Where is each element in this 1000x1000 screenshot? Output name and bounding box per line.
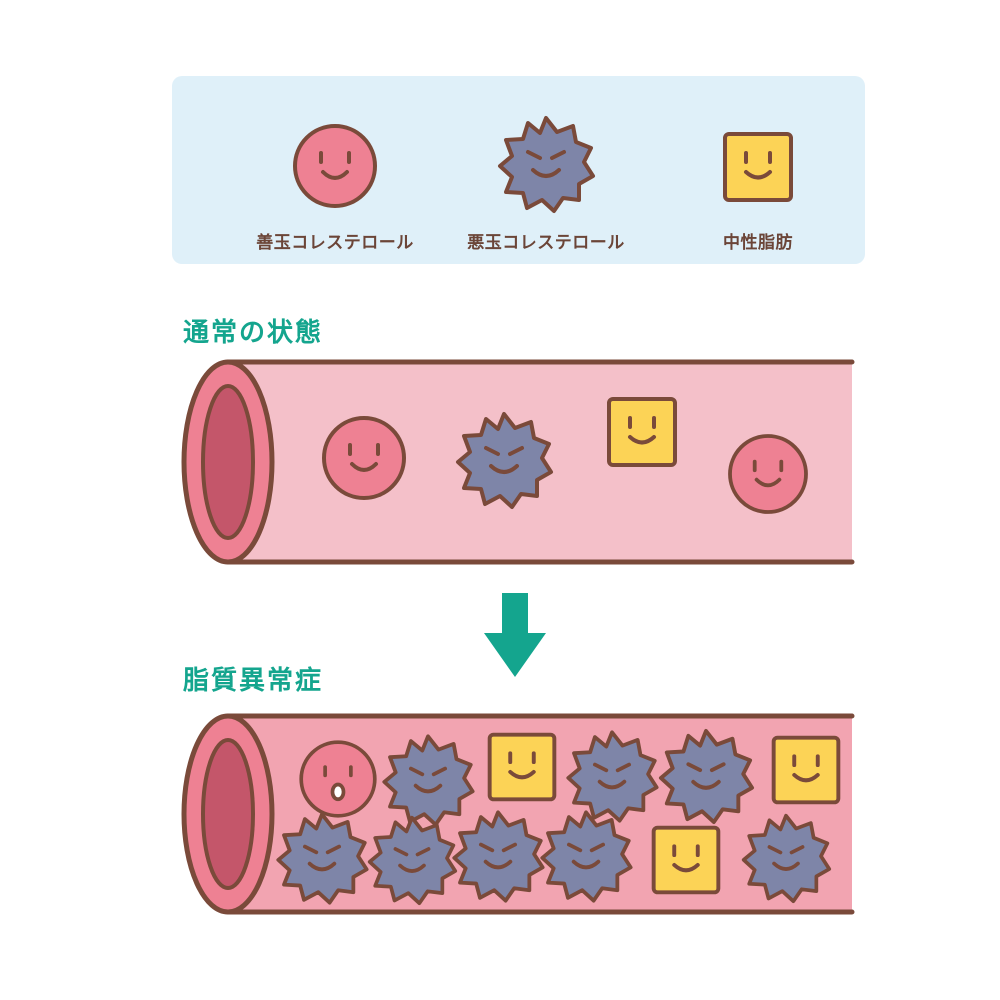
neutral-fat-particle: [487, 732, 557, 802]
section-title-normal: 通常の状態: [183, 318, 324, 348]
neutral-fat-icon: [723, 132, 793, 202]
good-cholesterol-particle: [299, 740, 377, 818]
vessel-dyslipidemia: [181, 713, 855, 915]
neutral-fat-particle: [651, 825, 721, 895]
vessel-normal: [181, 359, 855, 565]
legend-label-bad: 悪玉コレステロール: [467, 233, 625, 253]
legend-label-good: 善玉コレステロール: [256, 233, 414, 253]
bad-cholesterol-icon: [498, 116, 595, 213]
neutral-fat-particle: [607, 397, 677, 467]
good-cholesterol-particle: [322, 416, 406, 500]
neutral-fat-particle: [771, 735, 841, 805]
good-cholesterol-icon: [293, 124, 377, 208]
good-cholesterol-particle: [728, 434, 808, 514]
section-title-dyslipidemia: 脂質異常症: [183, 666, 324, 696]
legend-label-fat: 中性脂肪: [723, 233, 793, 253]
down-arrow-icon: [484, 593, 546, 677]
